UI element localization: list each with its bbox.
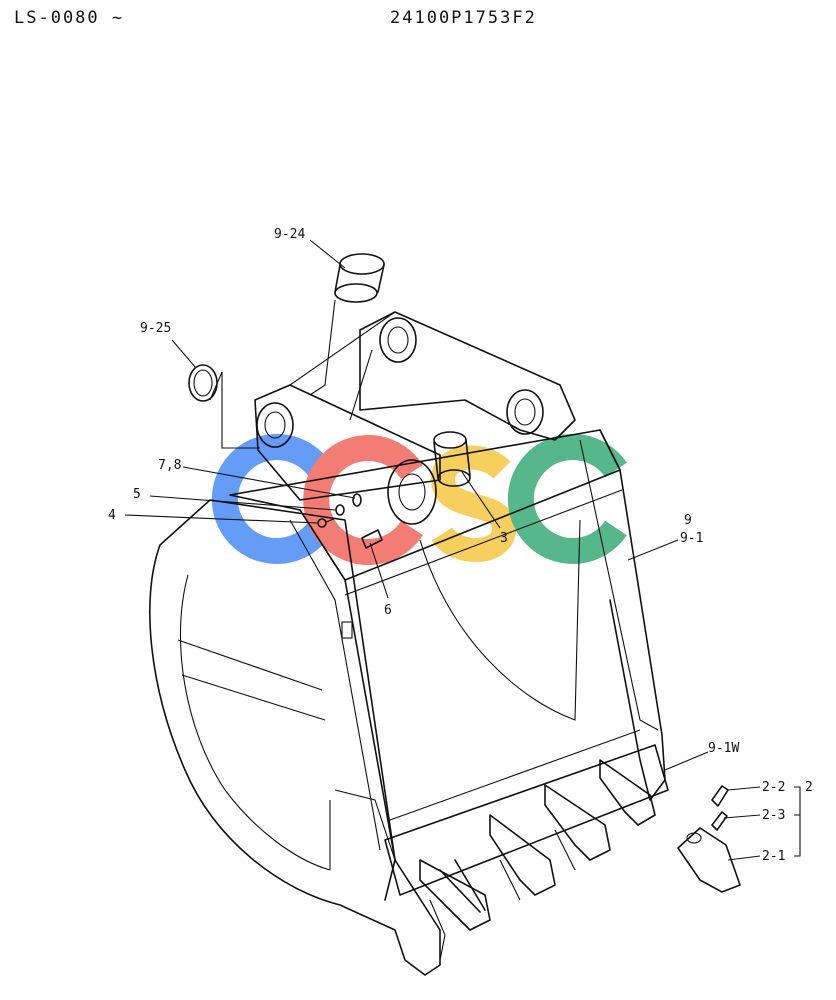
part-pin-2-3 xyxy=(711,811,728,831)
leader-lines xyxy=(124,239,801,861)
part-ring-9-25 xyxy=(188,364,218,402)
callout-3: 3 xyxy=(500,531,508,546)
part-bushing-9-24 xyxy=(334,253,385,303)
front-boss-hole-1-inner xyxy=(264,411,286,439)
rear-boss-hole-2-inner xyxy=(514,398,536,426)
left-front-column xyxy=(299,509,396,901)
bracket-edge xyxy=(289,311,396,421)
model-range-label: LS-0080 ~ xyxy=(14,8,125,28)
left-side-plate xyxy=(149,499,441,976)
tooth-2 xyxy=(439,859,486,913)
top-rim-inner xyxy=(344,489,623,596)
watermark-letter-4 xyxy=(507,434,627,564)
bucket-back-curve xyxy=(419,519,581,721)
bucket-teeth xyxy=(419,759,656,961)
callout-2-1: 2-1 xyxy=(762,849,785,864)
watermark xyxy=(211,434,627,565)
tooth-5 xyxy=(599,759,656,826)
mounting-brackets xyxy=(254,311,576,525)
left-wear-strip xyxy=(177,639,326,721)
rear-boss-hole-2 xyxy=(506,389,544,435)
bucket-body xyxy=(149,429,669,976)
callout-2-3: 2-3 xyxy=(762,808,785,823)
watermark-letter-2 xyxy=(303,435,423,565)
callout-6: 6 xyxy=(384,603,392,618)
part-number-label: 24100P1753F2 xyxy=(390,8,537,28)
left-lower-plate xyxy=(329,789,396,870)
front-boss-hole-1 xyxy=(256,402,294,448)
left-side-inner-curve xyxy=(179,574,331,871)
callout-2: 2 xyxy=(805,780,813,795)
callout-9-1w: 9-1W xyxy=(708,741,739,756)
part-plate-6 xyxy=(361,529,383,549)
side-bolt-slot xyxy=(341,621,353,639)
callout-5: 5 xyxy=(133,487,141,502)
lip-inner xyxy=(389,729,641,821)
tooth-1 xyxy=(419,859,491,931)
front-boss-hole-2-inner xyxy=(398,473,426,511)
rear-bracket xyxy=(359,311,576,441)
watermark-letter-3 xyxy=(431,445,516,562)
callout-9: 9 xyxy=(684,513,692,528)
right-side-edge xyxy=(579,439,659,731)
callout-2-2: 2-2 xyxy=(762,780,785,795)
part-adapter-2-2 xyxy=(711,785,729,807)
callout-9-1: 9-1 xyxy=(680,531,703,546)
top-rim xyxy=(229,429,621,581)
watermark-letter-1 xyxy=(211,434,331,564)
callout-4: 4 xyxy=(108,508,116,523)
tooth-4 xyxy=(544,784,611,861)
callout-9-24: 9-24 xyxy=(274,227,305,242)
part-washer-5 xyxy=(335,504,345,516)
part-shim-7-8 xyxy=(352,493,362,507)
part-tooth-2-1 xyxy=(677,827,741,893)
callout-7-8: 7,8 xyxy=(158,458,181,473)
bucket-lip xyxy=(384,744,669,896)
rear-boss-hole-1-inner xyxy=(387,326,409,354)
left-front-column-inner xyxy=(289,519,381,851)
callout-labels: 9-24 9-25 7,8 5 4 3 6 9 9-1 9-1W 2-2 2-3… xyxy=(108,227,813,864)
rear-boss-hole-1 xyxy=(379,317,417,363)
part-pin-3 xyxy=(433,431,471,487)
front-boss-hole-2 xyxy=(387,459,437,525)
callout-9-25: 9-25 xyxy=(140,321,171,336)
tooth-3 xyxy=(489,814,556,896)
